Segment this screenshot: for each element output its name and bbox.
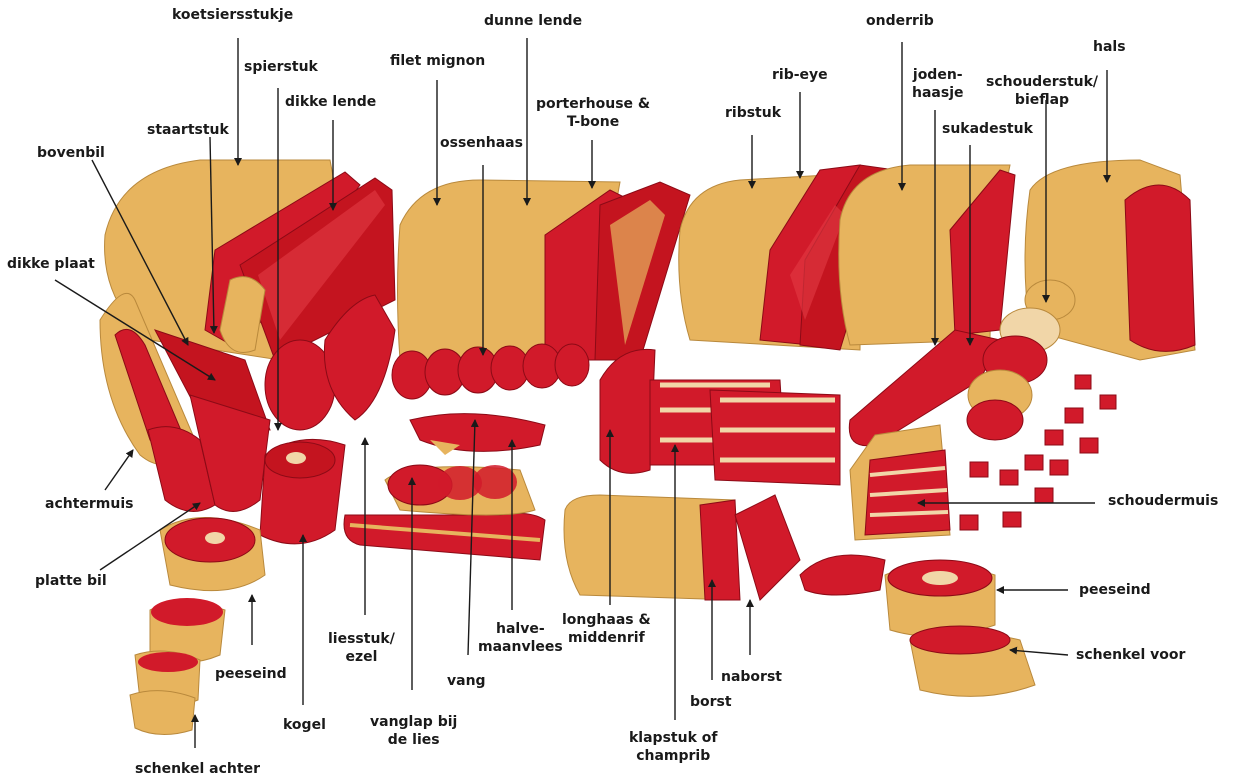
loin-block	[398, 180, 691, 360]
label-ossenhaas: ossenhaas	[440, 134, 523, 152]
label-schoudermuis: schoudermuis	[1108, 492, 1218, 510]
label-bovenbil: bovenbil	[37, 144, 105, 162]
label-liesstuk: liesstuk/ ezel	[328, 630, 395, 666]
label-halvemaanvlees: halve- maanvlees	[478, 620, 563, 656]
label-peeseind-voor: peeseind	[1079, 581, 1151, 599]
label-rib-eye: rib-eye	[772, 66, 828, 84]
vang-strips	[410, 414, 545, 455]
label-borst: borst	[690, 693, 732, 711]
label-peeseind-achter: peeseind	[215, 665, 287, 683]
label-schenkel-achter: schenkel achter	[135, 760, 260, 778]
label-koetsiersstukje: koetsiersstukje	[172, 6, 293, 24]
label-dikke-plaat: dikke plaat	[7, 255, 95, 273]
label-schouderstuk: schouderstuk/ bieflap	[986, 73, 1098, 109]
schenkel-achter-stack	[130, 518, 265, 735]
label-onderrib: onderrib	[866, 12, 934, 30]
label-porterhouse: porterhouse & T-bone	[536, 95, 650, 131]
borst-block	[564, 495, 885, 600]
label-kogel: kogel	[283, 716, 326, 734]
label-filet-mignon: filet mignon	[390, 52, 485, 70]
label-jodenhaasje: joden- haasje	[912, 66, 964, 102]
label-vang: vang	[447, 672, 486, 690]
label-schenkel-voor: schenkel voor	[1076, 646, 1185, 664]
label-longhaas: longhaas & middenrif	[562, 611, 651, 647]
label-dikke-lende: dikke lende	[285, 93, 376, 111]
kogel-cut	[260, 439, 345, 544]
onderrib-block	[839, 165, 1015, 345]
vanglap-roll	[344, 465, 545, 560]
label-staartstuk: staartstuk	[147, 121, 229, 139]
label-klapstuk: klapstuk of champrib	[629, 729, 717, 765]
label-vanglap: vanglap bij de lies	[370, 713, 457, 749]
label-hals: hals	[1093, 38, 1126, 56]
label-naborst: naborst	[721, 668, 782, 686]
label-dunne-lende: dunne lende	[484, 12, 582, 30]
label-sukadestuk: sukadestuk	[942, 120, 1033, 138]
label-ribstuk: ribstuk	[725, 104, 781, 122]
label-achtermuis: achtermuis	[45, 495, 134, 513]
label-spierstuk: spierstuk	[244, 58, 318, 76]
longhaas-klapstuk	[600, 349, 840, 485]
schenkel-voor	[885, 560, 1035, 696]
label-platte-bil: platte bil	[35, 572, 107, 590]
